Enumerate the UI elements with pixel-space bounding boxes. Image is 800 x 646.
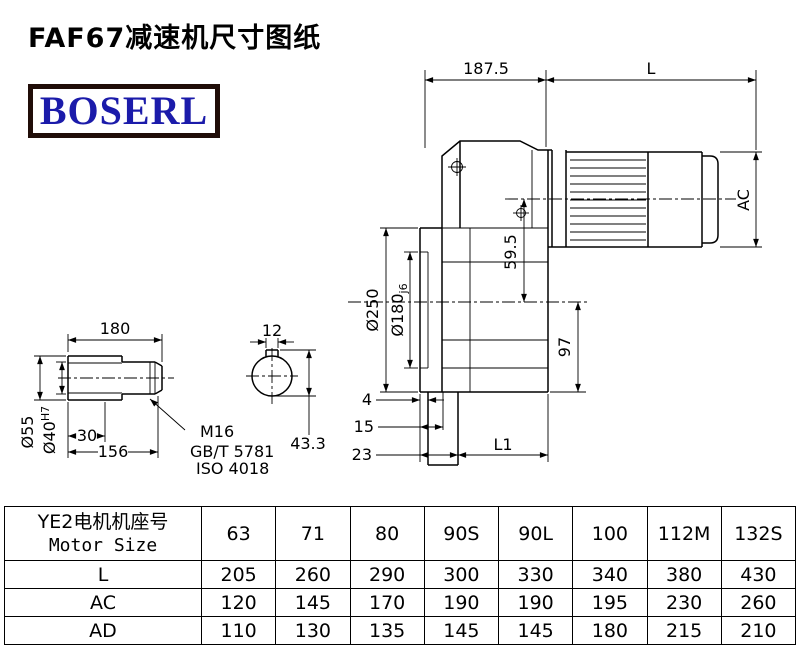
dim-offset23-label: 23 [352, 445, 372, 464]
row-L-label: L [4, 560, 202, 589]
motor-size-col-1: 71 [275, 506, 351, 561]
dim-motor-length-label: L [647, 59, 656, 78]
table-cell: 210 [720, 616, 797, 645]
dim-l1-label: L1 [493, 435, 512, 454]
bore-diameter-value: Ø40 [40, 421, 59, 454]
bolt-hole-marks [448, 158, 529, 221]
motor-size-col-5: 100 [572, 506, 648, 561]
bolt-standard-label: GB/T 5781 [190, 442, 274, 461]
dim-axis-offset-label: 59.5 [501, 234, 520, 270]
table-cell: 180 [572, 616, 648, 645]
spigot-fit-value: j6 [397, 283, 410, 294]
motor-outline [548, 150, 719, 248]
table-cell: 120 [200, 588, 277, 617]
table-cell: 145 [497, 616, 574, 645]
table-cell: 340 [572, 560, 648, 589]
table-cell: 205 [200, 560, 277, 589]
table-cell: 380 [646, 560, 722, 589]
dim-key-length-label: 30 [77, 426, 97, 445]
table-cell: 260 [720, 588, 797, 617]
dim-fit-length-label: 156 [98, 442, 129, 461]
table-row-L: L 205 260 290 300 330 340 380 430 [4, 560, 797, 589]
shaft-detail-outline [58, 355, 174, 401]
dim-motor-diameter-label: AC [734, 189, 753, 211]
bore-fit-value: H7 [39, 406, 52, 421]
row-AD-label: AD [4, 616, 202, 645]
main-dim-labels: 187.5 L AC Ø250 Ø180j6 59.5 97 4 15 23 L… [352, 59, 753, 464]
main-dim-lines [376, 70, 762, 462]
dim-lower-height-label: 97 [555, 337, 574, 357]
table-row-AD: AD 110 130 135 145 145 180 215 210 [4, 616, 797, 645]
motor-size-header-cell: YE2电机机座号 Motor Size [4, 506, 202, 561]
dim-shaft-length-label: 180 [100, 319, 131, 338]
table-row-AC: AC 120 145 170 190 190 195 230 260 [4, 588, 797, 617]
motor-size-header-en: Motor Size [48, 534, 158, 556]
table-cell: 135 [349, 616, 425, 645]
spigot-diameter-value: Ø180 [388, 293, 407, 336]
motor-size-col-6: 112M [646, 506, 722, 561]
table-row-motor-size: YE2电机机座号 Motor Size 63 71 80 90S 90L 100… [4, 506, 797, 561]
table-cell: 145 [423, 616, 500, 645]
table-cell: 190 [497, 588, 574, 617]
motor-size-col-4: 90L [497, 506, 574, 561]
table-cell: 330 [497, 560, 574, 589]
table-cell: 215 [646, 616, 722, 645]
table-cell: 290 [349, 560, 425, 589]
dim-top-width-label: 187.5 [463, 59, 509, 78]
row-AC-label: AC [4, 588, 202, 617]
boserl-logo-text: BOSERL [39, 88, 209, 133]
shaft-dim-labels: 180 12 Ø55 Ø40H7 30 156 M16 GB/T 5781 IS… [18, 319, 326, 478]
dim-key-height-label: 43.3 [290, 434, 326, 453]
motor-size-header-cn: YE2电机机座号 [37, 510, 169, 533]
page-title: FAF67减速机尺寸图纸 [28, 23, 322, 54]
gearbox-outline [419, 140, 552, 466]
dimension-table: YE2电机机座号 Motor Size 63 71 80 90S 90L 100… [4, 506, 797, 645]
key-section-detail [246, 348, 298, 404]
dim-offset15-label: 15 [354, 417, 374, 436]
dim-spigot-diameter-label: Ø180j6 [388, 283, 410, 336]
table-cell: 430 [720, 560, 797, 589]
table-cell: 190 [423, 588, 500, 617]
table-cell: 110 [200, 616, 277, 645]
table-cell: 260 [275, 560, 351, 589]
thread-spec-label: M16 [200, 422, 234, 441]
table-cell: 130 [275, 616, 351, 645]
motor-size-col-3: 90S [423, 506, 500, 561]
dim-key-width-label: 12 [262, 321, 282, 340]
table-cell: 300 [423, 560, 500, 589]
motor-size-col-7: 132S [720, 506, 797, 561]
table-cell: 195 [572, 588, 648, 617]
motor-size-col-0: 63 [200, 506, 277, 561]
shaft-dim-lines [34, 334, 316, 458]
boserl-logo: BOSERL [28, 84, 220, 138]
dim-bore-diameter-label: Ø40H7 [39, 406, 59, 454]
dim-flange-diameter-label: Ø250 [363, 288, 382, 331]
table-cell: 230 [646, 588, 722, 617]
table-cell: 145 [275, 588, 351, 617]
dimension-drawing: 187.5 L AC Ø250 Ø180j6 59.5 97 4 15 23 L… [18, 59, 762, 478]
dim-shaft-diameter-label: Ø55 [18, 416, 37, 449]
dim-offset4-label: 4 [362, 390, 372, 409]
motor-size-col-2: 80 [349, 506, 425, 561]
table-cell: 170 [349, 588, 425, 617]
iso-standard-label: ISO 4018 [196, 459, 269, 478]
